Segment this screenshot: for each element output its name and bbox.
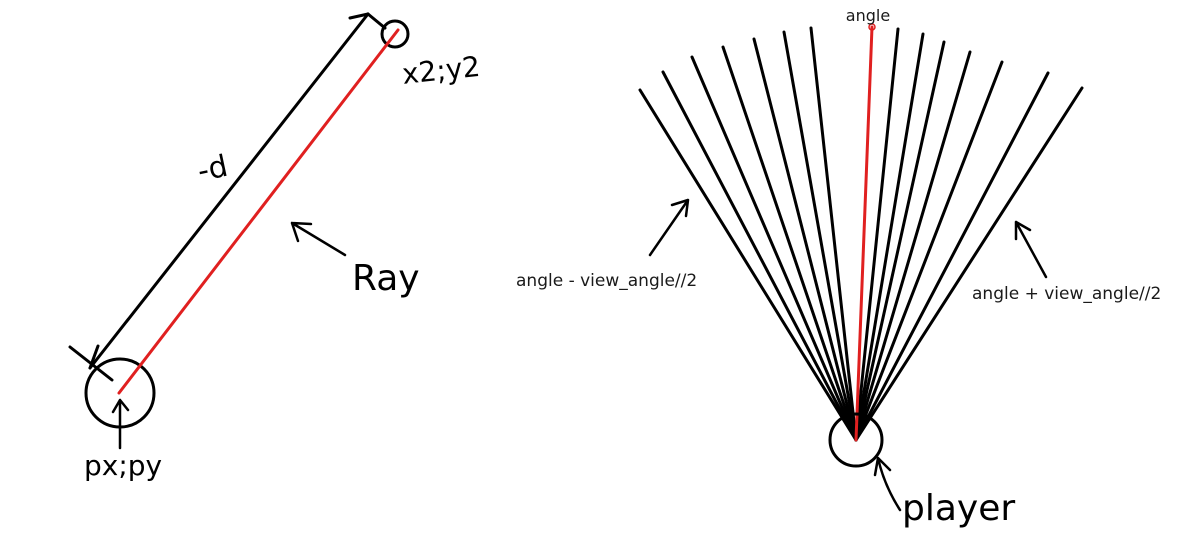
fov-ray	[854, 86, 1084, 442]
player-pointer-arrow	[873, 456, 902, 512]
fov-center-ray	[854, 25, 874, 442]
center-ray-tip-marker	[868, 23, 876, 31]
left-edge-angle-label: angle - view_angle//2	[516, 271, 697, 291]
start-point-label: px;py	[84, 449, 162, 482]
fov-ray	[661, 70, 858, 442]
end-point-label: x2;y2	[401, 50, 482, 91]
fov-ray	[854, 32, 925, 442]
distance-end-tick-top	[366, 12, 387, 30]
ray-label: Ray	[352, 258, 420, 299]
player-label: player	[902, 488, 1015, 529]
start-pointer-arrow	[111, 398, 130, 450]
fov-ray	[638, 88, 858, 442]
single-ray-diagram: -d Ray px;py x2;y2	[68, 12, 482, 482]
fov-ray	[854, 71, 1050, 442]
fov-ray	[690, 55, 858, 442]
fov-ray	[752, 37, 858, 442]
end-point-circle	[380, 19, 410, 49]
distance-end-arrow-top	[348, 12, 370, 20]
fov-ray	[854, 60, 1004, 442]
fov-ray	[854, 50, 972, 442]
right-edge-angle-label: angle + view_angle//2	[972, 284, 1161, 304]
fov-ray	[721, 45, 858, 442]
field-of-view-diagram: angle angle - view_angle//2 angle + view…	[516, 6, 1161, 529]
distance-end-arrow-bottom	[88, 344, 100, 370]
distance-label: -d	[194, 149, 230, 189]
ray-pointer-arrow	[290, 221, 347, 257]
right-edge-pointer-arrow	[1014, 220, 1048, 279]
left-edge-pointer-arrow	[648, 198, 690, 257]
ray-line	[117, 28, 400, 395]
distance-dimension-line	[88, 12, 370, 370]
fov-ray-fan	[638, 25, 1084, 442]
fov-ray	[782, 30, 858, 442]
center-angle-label: angle	[846, 6, 890, 25]
fov-ray	[854, 27, 900, 442]
fov-ray	[854, 40, 946, 442]
fov-ray	[809, 26, 858, 442]
player-circle	[828, 412, 884, 468]
